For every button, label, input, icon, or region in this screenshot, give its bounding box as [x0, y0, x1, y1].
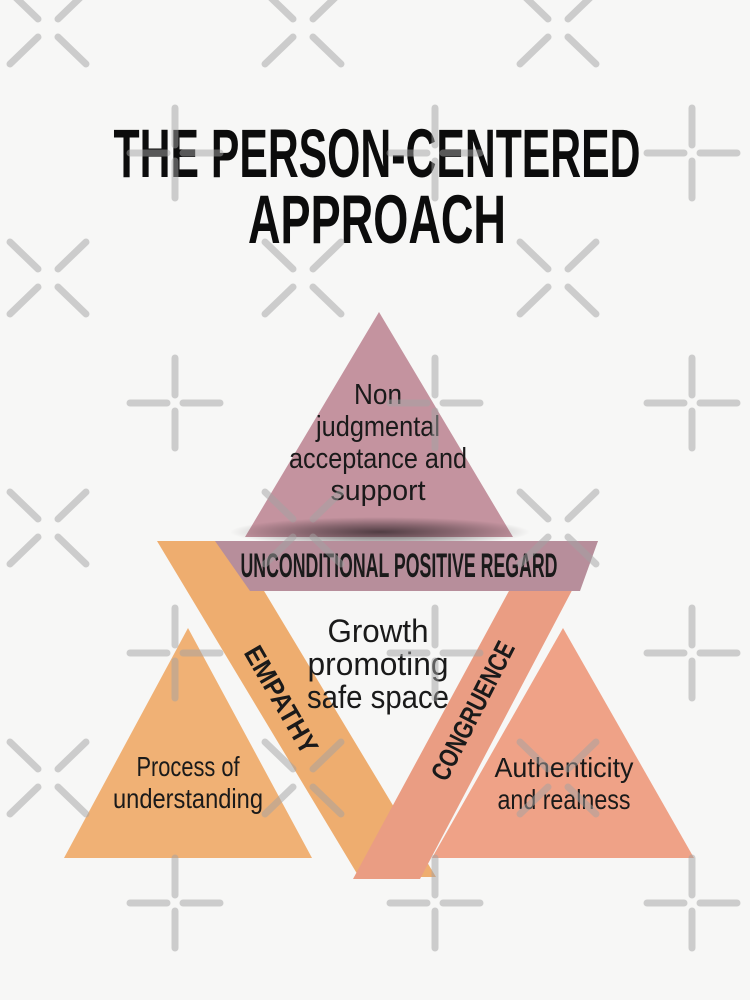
top-triangle-line-3: acceptance and	[289, 443, 467, 475]
watermark-plus-icon	[386, 604, 484, 702]
watermark-plus-icon	[126, 104, 224, 202]
empathy-band-shape	[157, 541, 436, 877]
watermark-x-icon	[261, 0, 345, 68]
watermark-x-icon	[261, 488, 345, 568]
watermark-plus-icon	[386, 354, 484, 452]
right-triangle-line-1: Authenticity	[495, 752, 634, 783]
watermark-x-icon	[6, 238, 90, 318]
right-triangle-line-2: and realness	[498, 784, 631, 815]
watermark-x-icon	[516, 0, 600, 68]
top-triangle-shape	[245, 312, 513, 537]
top-triangle	[245, 312, 513, 537]
unconditional-positive-regard-label: UNCONDITIONAL POSITIVE REGARD	[241, 547, 558, 585]
left-triangle-shape	[64, 628, 312, 858]
top-triangle-shadow	[230, 517, 530, 547]
page-title: THE PERSON-CENTERED APPROACH	[114, 115, 641, 258]
watermark-x-icon	[6, 738, 90, 818]
watermark-plus-icon	[386, 854, 484, 952]
watermark-x-icon	[6, 488, 90, 568]
right-triangle-label: Authenticity and realness	[495, 752, 634, 815]
unconditional-positive-regard-band-shape	[215, 541, 598, 591]
watermark-x-icon	[516, 488, 600, 568]
watermark-plus-icon	[643, 854, 741, 952]
title-line-2: APPROACH	[248, 181, 506, 258]
watermark-plus-icon	[643, 354, 741, 452]
watermark-plus-icon	[126, 354, 224, 452]
watermark-plus-icon	[126, 854, 224, 952]
watermark-plus-icon	[126, 604, 224, 702]
right-triangle-shape	[432, 628, 694, 858]
watermark-plus-icon	[643, 104, 741, 202]
top-triangle-label: Non judgmental acceptance and support	[289, 379, 467, 507]
watermark-x-icon	[6, 0, 90, 68]
center-line-1: Growth	[328, 613, 429, 649]
left-triangle-line-1: Process of	[137, 751, 240, 782]
top-triangle-line-4: support	[331, 475, 426, 507]
left-triangle-label: Process of understanding	[113, 751, 263, 814]
watermark-x-icon	[516, 738, 600, 818]
top-triangle-line-2: judgmental	[315, 411, 440, 443]
congruence-band-shape	[353, 541, 598, 879]
watermark-plus-icon	[386, 104, 484, 202]
center-space-label: Growth promoting safe space	[307, 613, 449, 715]
watermark-layer	[6, 0, 741, 952]
watermark-x-icon	[261, 238, 345, 318]
watermark-plus-icon	[643, 604, 741, 702]
watermark-x-icon	[516, 238, 600, 318]
center-line-3: safe space	[307, 679, 449, 715]
watermark-x-icon	[261, 738, 345, 818]
left-triangle-line-2: understanding	[113, 783, 263, 814]
